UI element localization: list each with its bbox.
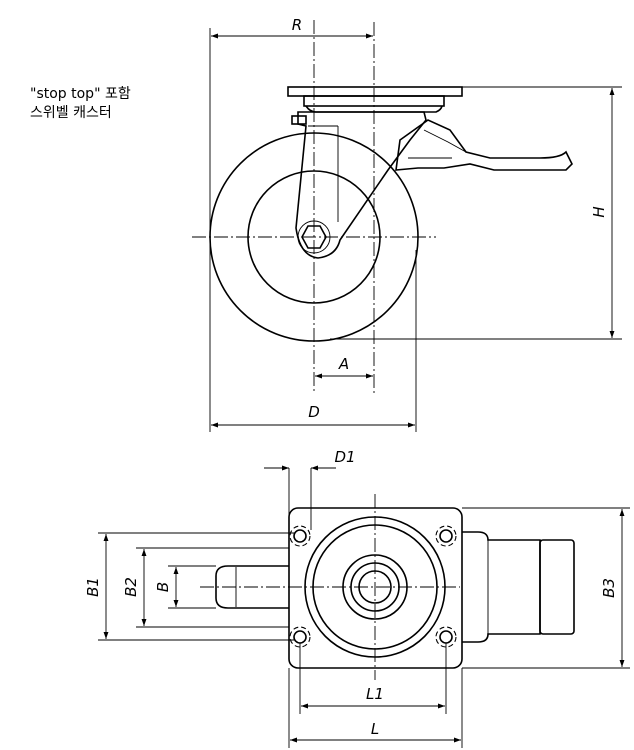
dim-l-label: L [371, 720, 379, 738]
dim-a-label: A [338, 355, 349, 373]
dim-b3-label: B3 [600, 578, 618, 598]
fork [295, 111, 427, 259]
caption-line-2: 스위벨 캐스터 [30, 105, 112, 121]
dim-r-label: R [292, 16, 302, 34]
dim-d1-label: D1 [334, 448, 355, 466]
caption-line-1: "stop top" 포함 [30, 86, 131, 102]
bolt-hole-top-right [439, 529, 453, 543]
brake-detail [408, 129, 467, 159]
wheel-tread [215, 565, 289, 609]
fork-stop [291, 115, 307, 125]
side-view: R H A D [192, 16, 622, 432]
bolt-hole-bottom-left [293, 630, 307, 644]
dim-d-label: D [308, 403, 320, 421]
dim-h-label: H [590, 206, 608, 217]
fork-inner [308, 125, 339, 222]
pedal-pad [539, 539, 575, 635]
top-view: D1 B1 B2 B B3 L1 L [84, 448, 630, 748]
mounting-plate [288, 507, 463, 669]
caption: "stop top" 포함 스위벨 캐스터 [30, 85, 131, 123]
dim-l1-label: L1 [366, 685, 384, 703]
dim-b-label: B [154, 582, 172, 592]
bolt-hole-bottom-right [439, 630, 453, 644]
dim-b2-label: B2 [122, 577, 140, 597]
dim-b1-label: B1 [84, 577, 102, 597]
bolt-hole-top-left [293, 529, 307, 543]
brake-pedal [395, 119, 573, 171]
brake-pedal-top [462, 531, 541, 643]
